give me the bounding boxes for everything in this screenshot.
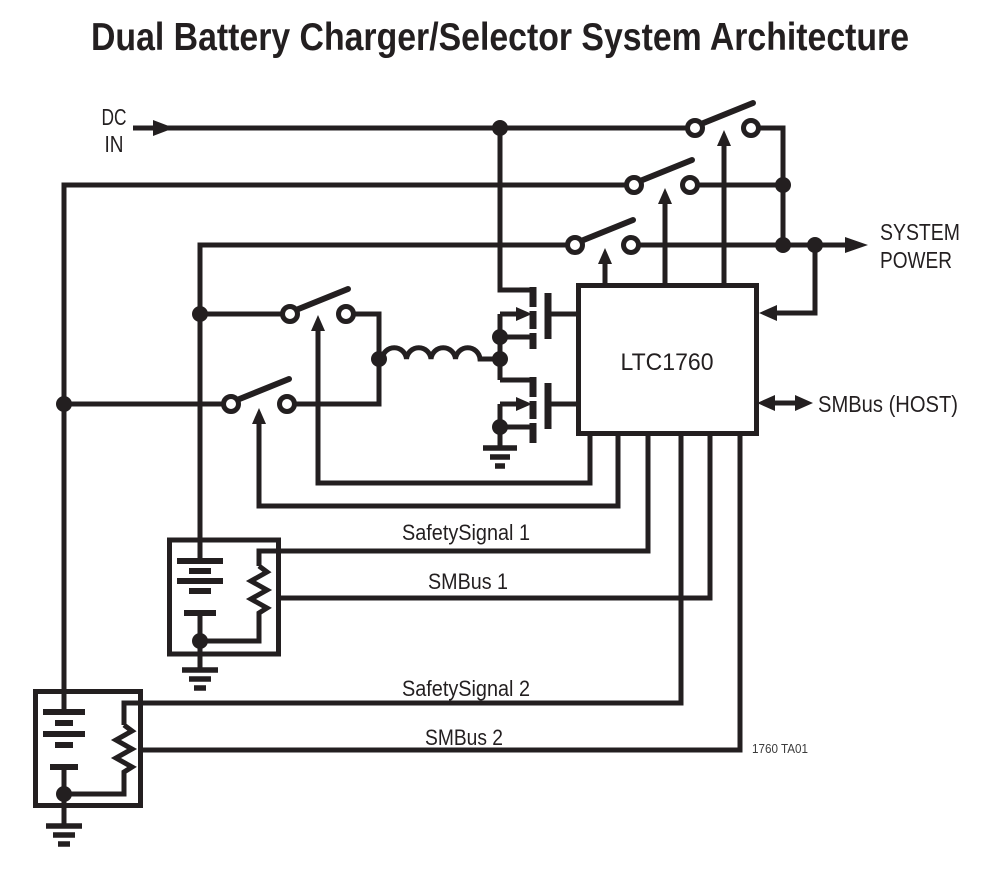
sense-arrow-icon xyxy=(759,305,777,321)
power-switch-3 xyxy=(565,217,641,255)
dc-in-label-line1: DC xyxy=(102,104,127,130)
safetysignal1-label: SafetySignal 1 xyxy=(402,520,530,545)
diagram-title: Dual Battery Charger/Selector System Arc… xyxy=(91,16,909,59)
switch-contact xyxy=(280,304,300,324)
wire-switch-controls-top xyxy=(602,146,727,285)
switch-blade xyxy=(698,100,756,127)
wire-battery1-rail xyxy=(197,242,567,561)
wire-smbus1 xyxy=(281,434,713,601)
wire-dc-to-drain xyxy=(497,128,530,293)
arrowheads xyxy=(153,120,868,424)
mosfet-arrow-icon xyxy=(516,397,532,411)
battery-switch-1 xyxy=(280,286,356,324)
dc-in-arrow-icon xyxy=(153,120,174,136)
battery-pack-1 xyxy=(167,537,281,691)
smbus1-label: SMBus 1 xyxy=(428,569,508,594)
thermistor-1-icon xyxy=(245,564,273,618)
junction-dot xyxy=(56,786,72,802)
system-power-label-line2: POWER xyxy=(880,247,952,273)
switch-contact xyxy=(621,235,641,255)
wire-ctl-batsw2 xyxy=(256,424,621,509)
smbus2-label: SMBus 2 xyxy=(425,725,503,750)
junction-dot xyxy=(192,306,208,322)
battery1-internal-wire xyxy=(197,613,262,670)
wire-power-sense xyxy=(777,245,818,316)
wire-fet1-net xyxy=(497,311,530,383)
chip-label: LTC1760 xyxy=(621,349,714,376)
control-arrow-icon xyxy=(252,408,266,424)
safetysignal2-label: SafetySignal 2 xyxy=(402,676,530,701)
control-arrow-icon xyxy=(598,248,612,264)
battery-switch-2 xyxy=(221,376,297,414)
charger-mosfet-top xyxy=(516,287,552,349)
system-power-label-line1: SYSTEM xyxy=(880,219,960,245)
switch-contact xyxy=(565,235,585,255)
switch-contact xyxy=(336,304,356,324)
smbus-host-label: SMBus (HOST) xyxy=(818,391,958,417)
mosfet-arrow-icon xyxy=(516,307,532,321)
junction-dot xyxy=(492,120,508,136)
junction-dot xyxy=(56,396,72,412)
charger-mosfet-bottom xyxy=(516,377,552,443)
switch-blade xyxy=(293,286,351,313)
wire-safetysignal2 xyxy=(121,434,684,725)
thermistor-2-icon xyxy=(110,723,138,775)
switch-blade xyxy=(637,157,695,184)
wire-battery2-rail xyxy=(61,182,626,404)
junction-dots xyxy=(56,120,823,802)
junction-dot xyxy=(492,329,508,345)
inductor xyxy=(379,345,500,362)
battery-cells-icon xyxy=(177,558,223,616)
wire-switch1-out xyxy=(759,125,786,245)
smbus-host-right-arrow-icon xyxy=(795,395,813,411)
wire-safetysignal1 xyxy=(256,434,651,566)
junction-dot xyxy=(192,633,208,649)
battery2-internal-wire xyxy=(61,767,127,826)
switch-contact xyxy=(624,175,644,195)
power-switch-1 xyxy=(685,100,761,138)
wire-ctl-batsw1 xyxy=(315,331,593,486)
wires xyxy=(61,125,845,753)
switch-contact xyxy=(221,394,241,414)
system-power-arrow-icon xyxy=(845,237,868,253)
dc-in-label-line2: IN xyxy=(105,131,124,157)
switch-contact xyxy=(741,118,761,138)
switch-blade xyxy=(234,376,292,403)
control-arrow-icon xyxy=(658,188,672,204)
wire-batsw-common xyxy=(295,311,382,407)
ground-icon xyxy=(182,667,218,691)
junction-dot xyxy=(775,177,791,193)
ground-icon xyxy=(46,823,82,847)
ground-icon xyxy=(483,445,517,469)
junction-dot xyxy=(775,237,791,253)
control-arrow-icon xyxy=(311,315,325,331)
figure-reference: 1760 TA01 xyxy=(752,742,808,756)
power-switch-2 xyxy=(624,157,700,195)
switch-contact xyxy=(277,394,297,414)
wire-smbus2 xyxy=(143,434,743,753)
switch-blade xyxy=(578,217,636,244)
chip-body xyxy=(576,283,759,436)
control-arrow-icon xyxy=(717,130,731,146)
junction-dot xyxy=(807,237,823,253)
junction-dot xyxy=(371,351,387,367)
switch-contact xyxy=(685,118,705,138)
junction-dot xyxy=(492,419,508,435)
smbus-host-left-arrow-icon xyxy=(757,395,775,411)
chip-ltc1760: LTC1760 xyxy=(576,283,759,436)
junction-dot xyxy=(492,351,508,367)
battery-pack-outline xyxy=(33,689,143,808)
switch-contact xyxy=(680,175,700,195)
battery-pack-outline xyxy=(167,537,281,657)
battery-cells-icon xyxy=(43,709,85,770)
